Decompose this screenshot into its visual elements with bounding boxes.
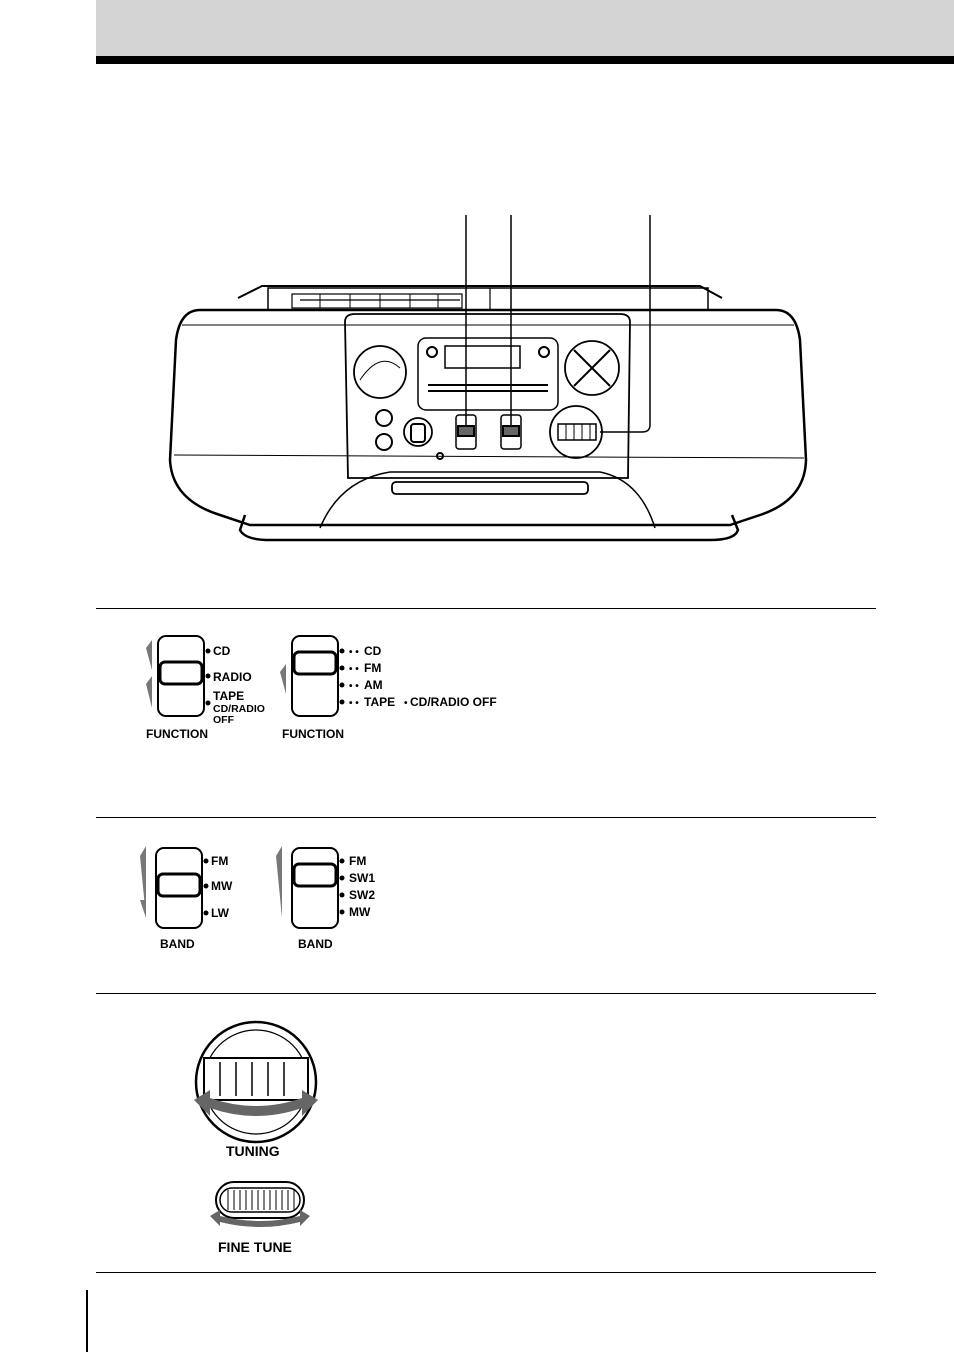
position-sw2: SW2 <box>349 888 375 902</box>
position-lw: LW <box>211 906 230 920</box>
section-rule <box>96 1272 876 1273</box>
position-radio: RADIO <box>213 670 252 684</box>
position-off: OFF <box>213 714 235 726</box>
svg-text:• •: • • <box>349 681 359 692</box>
function-switch-a: CD RADIO TAPE CD/RADIO OFF FUNCTION <box>146 635 265 741</box>
position-sw1: SW1 <box>349 871 375 885</box>
band-switch-b: FM SW1 SW2 MW BAND <box>276 846 375 951</box>
svg-text:•: • <box>404 698 408 709</box>
function-label: FUNCTION <box>146 727 208 741</box>
fine-tune-label: FINE TUNE <box>218 1239 292 1255</box>
section-rule <box>96 817 876 818</box>
position-fm: FM <box>211 854 228 868</box>
position-tape: TAPE <box>213 689 244 703</box>
function-label: FUNCTION <box>282 727 344 741</box>
position-fm: FM <box>364 661 381 675</box>
position-cd: CD <box>213 644 231 658</box>
position-fm: FM <box>349 854 366 868</box>
band-label: BAND <box>298 937 333 951</box>
section-rule <box>96 993 876 994</box>
svg-text:• •: • • <box>349 698 359 709</box>
tuning-label: TUNING <box>226 1143 280 1159</box>
position-tape: TAPE <box>364 695 395 709</box>
header-rule <box>96 56 954 64</box>
boombox-illustration <box>168 215 808 542</box>
position-mw: MW <box>349 905 371 919</box>
position-mw: MW <box>211 879 233 893</box>
header-band <box>96 0 954 56</box>
function-switch-b: • • • • • • • • CD FM AM TAPE • CD/RADIO… <box>280 635 497 741</box>
band-switch-a: FM MW LW BAND <box>140 846 233 951</box>
svg-text:• •: • • <box>349 647 359 658</box>
svg-text:• •: • • <box>349 664 359 675</box>
tuning-dial: TUNING <box>194 1020 318 1159</box>
page-margin-rule <box>86 1290 88 1352</box>
fine-tune-dial: FINE TUNE <box>210 1181 310 1255</box>
position-cd: CD <box>364 644 382 658</box>
position-cd-radio-off: CD/RADIO OFF <box>410 695 497 709</box>
position-am: AM <box>364 678 383 692</box>
position-cd-radio: CD/RADIO <box>213 703 265 715</box>
band-label: BAND <box>160 937 195 951</box>
section-rule <box>96 608 876 609</box>
